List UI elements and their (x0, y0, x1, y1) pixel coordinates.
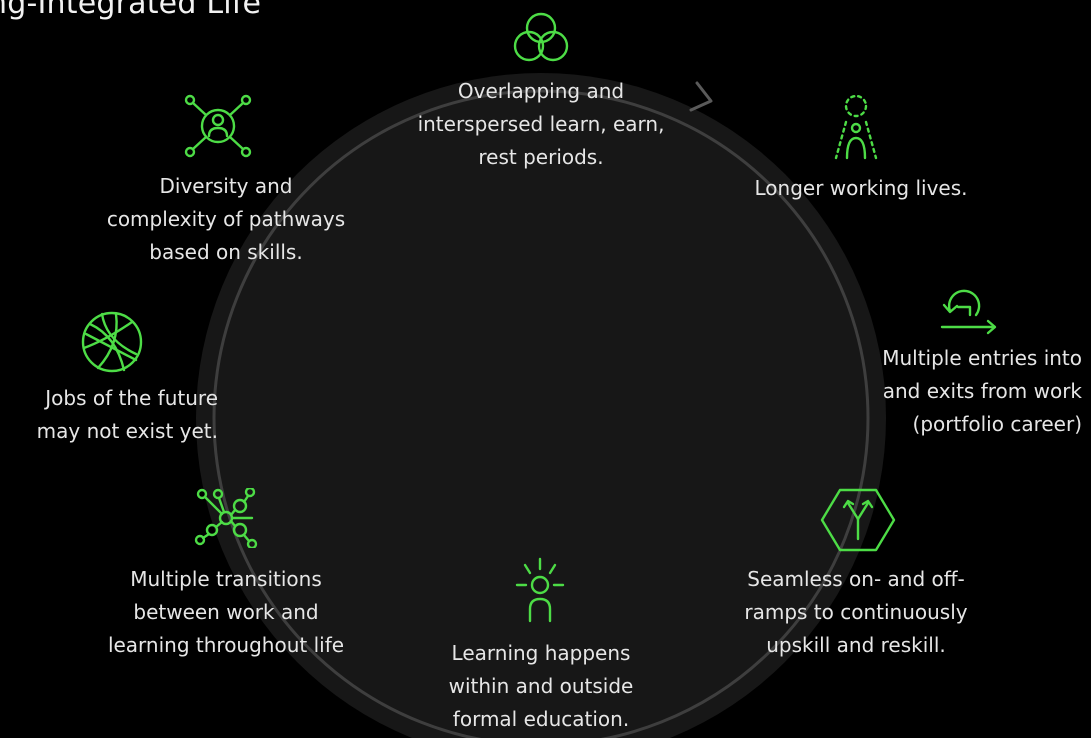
network-nodes-icon (194, 488, 258, 548)
node-label-entries: Multiple entries into and exits from wor… (882, 346, 1082, 436)
person-hub-icon (184, 94, 252, 158)
center-disc (196, 73, 886, 738)
node-label-ramps: Seamless on- and off- ramps to continuou… (744, 567, 968, 657)
node-label-longer: Longer working lives. (754, 176, 968, 200)
venn-circles-icon (513, 12, 569, 62)
node-label-learning: Learning happens within and outside form… (448, 641, 634, 731)
cycle-arrow-icon (940, 289, 997, 335)
node-label-overlapping: Overlapping and interspersed learn, earn… (417, 79, 665, 169)
node-label-jobs: Jobs of the future may not exist yet. (36, 386, 218, 443)
node-label-diversity: Diversity and complexity of pathways bas… (106, 174, 346, 264)
idea-person-icon (515, 557, 565, 623)
person-dotted-icon (834, 94, 878, 160)
globe-lines-icon (81, 311, 143, 373)
cycle-arrowhead (689, 81, 713, 112)
cycle-ring (212, 89, 870, 738)
node-label-transitions: Multiple transitions between work and le… (107, 567, 345, 657)
page-title: ng-Integrated Life (0, 0, 262, 21)
fork-hexagon-icon (820, 488, 896, 552)
